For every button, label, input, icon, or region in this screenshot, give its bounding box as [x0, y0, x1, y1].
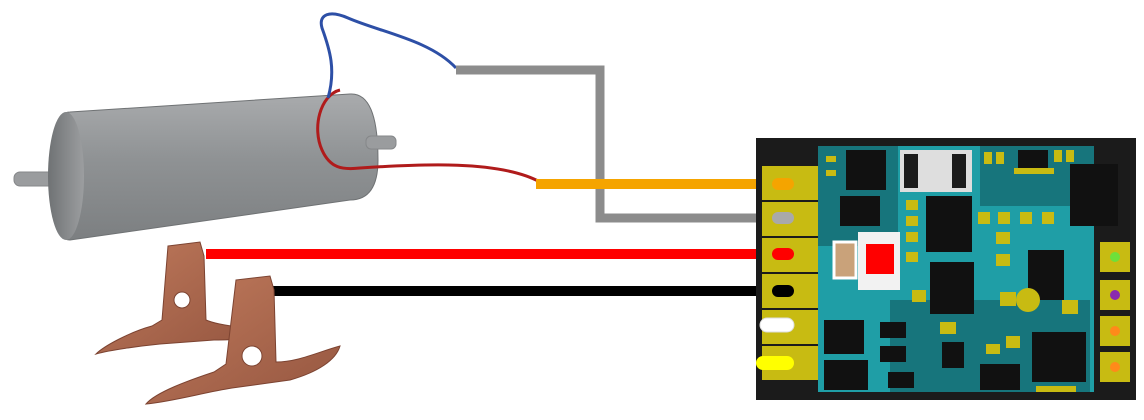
led-green — [1110, 252, 1120, 262]
pickup-hole — [173, 291, 191, 309]
chips — [824, 150, 1118, 390]
motor-body — [49, 93, 379, 241]
motor-lead-red — [316, 88, 541, 184]
wires — [206, 65, 790, 296]
led-orange — [1110, 326, 1120, 336]
wire-end-black — [772, 285, 794, 297]
wire-end-gray — [772, 212, 794, 224]
led-purple — [1110, 290, 1120, 300]
right-pads — [1100, 242, 1130, 382]
pickup-hole — [241, 345, 263, 367]
motor-end-cap — [48, 112, 84, 240]
motor-shaft-right — [365, 135, 397, 150]
white-component — [900, 150, 972, 192]
pickup-right-rail — [94, 241, 253, 356]
led-orange — [1110, 362, 1120, 372]
decoder-board — [756, 138, 1136, 400]
tan-resistor — [832, 240, 858, 280]
wire-gray — [456, 65, 790, 223]
track-pickups — [94, 241, 341, 405]
wire-end-orange — [772, 178, 794, 190]
motor-lead-blue — [319, 12, 458, 99]
smd-pads — [826, 150, 1078, 392]
pickup-left-rail — [144, 275, 341, 405]
motor — [13, 12, 541, 241]
wire-white — [759, 317, 795, 333]
wire-yellow — [756, 356, 794, 370]
red-component — [866, 244, 894, 274]
wire-end-red — [772, 248, 794, 260]
